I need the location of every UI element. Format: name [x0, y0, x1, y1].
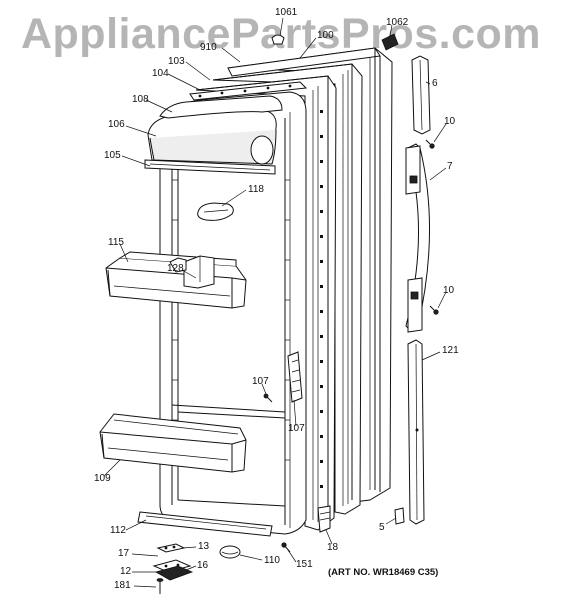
door-handle: [405, 143, 430, 333]
callout-13: 13: [198, 541, 210, 552]
callout-1062: 1062: [386, 17, 409, 28]
callout-106: 106: [108, 119, 125, 130]
callout-10-top: 10: [444, 116, 456, 127]
callout-17: 17: [118, 548, 130, 559]
callout-110: 110: [264, 555, 280, 566]
door-cam: [219, 545, 241, 559]
hinge-bushing: [156, 543, 186, 553]
callout-107-block: 107: [288, 423, 305, 434]
callout-10-bottom: 10: [443, 285, 455, 296]
dairy-compartment: [144, 95, 283, 175]
callout-5: 5: [379, 522, 385, 533]
callout-151: 151: [296, 559, 313, 570]
handle-screw-bottom: [429, 305, 439, 315]
callout-1061: 1061: [275, 7, 298, 18]
callout-118: 118: [248, 184, 264, 195]
door-stop-block: [287, 351, 303, 403]
liner-ladder-dots: [320, 110, 323, 511]
callout-128: 128: [167, 263, 184, 274]
handle-trim-lower: [407, 339, 425, 525]
callout-18: 18: [327, 542, 339, 553]
lower-door-bin: [99, 413, 247, 473]
callout-16: 16: [197, 560, 209, 571]
callout-181: 181: [114, 580, 131, 591]
callout-12: 12: [120, 566, 132, 577]
top-clip-1062: [381, 33, 399, 51]
callout-103: 103: [168, 56, 185, 67]
top-trim-pieces: [189, 81, 308, 101]
callout-104: 104: [152, 68, 169, 79]
hinge-pin-block: [154, 565, 194, 581]
gasket-corner-strip: [317, 505, 331, 533]
callout-100: 100: [317, 30, 334, 41]
leader-lines: [103, 17, 447, 588]
handle-end-cap-top: [411, 55, 431, 135]
callout-105: 105: [104, 150, 121, 161]
upper-door-bin: [105, 251, 247, 309]
callout-121: 121: [442, 345, 459, 356]
door-screw: [281, 542, 291, 553]
handle-screw-top: [425, 139, 435, 149]
art-number: (ART NO. WR18469 C35): [328, 567, 439, 578]
callout-7: 7: [447, 161, 453, 172]
callout-107-screw: 107: [252, 376, 269, 387]
callout-910: 910: [200, 42, 217, 53]
callout-109: 109: [94, 473, 111, 484]
hinge-screw: [156, 578, 164, 594]
shelf-light-lens: [197, 202, 234, 221]
callout-115: 115: [108, 237, 124, 248]
callout-112: 112: [110, 525, 126, 536]
handle-clip: [394, 507, 405, 525]
top-clip-1061: [271, 34, 285, 45]
door-bottom-trim: [137, 511, 273, 537]
callout-6: 6: [432, 78, 438, 89]
callout-108: 108: [132, 94, 149, 105]
